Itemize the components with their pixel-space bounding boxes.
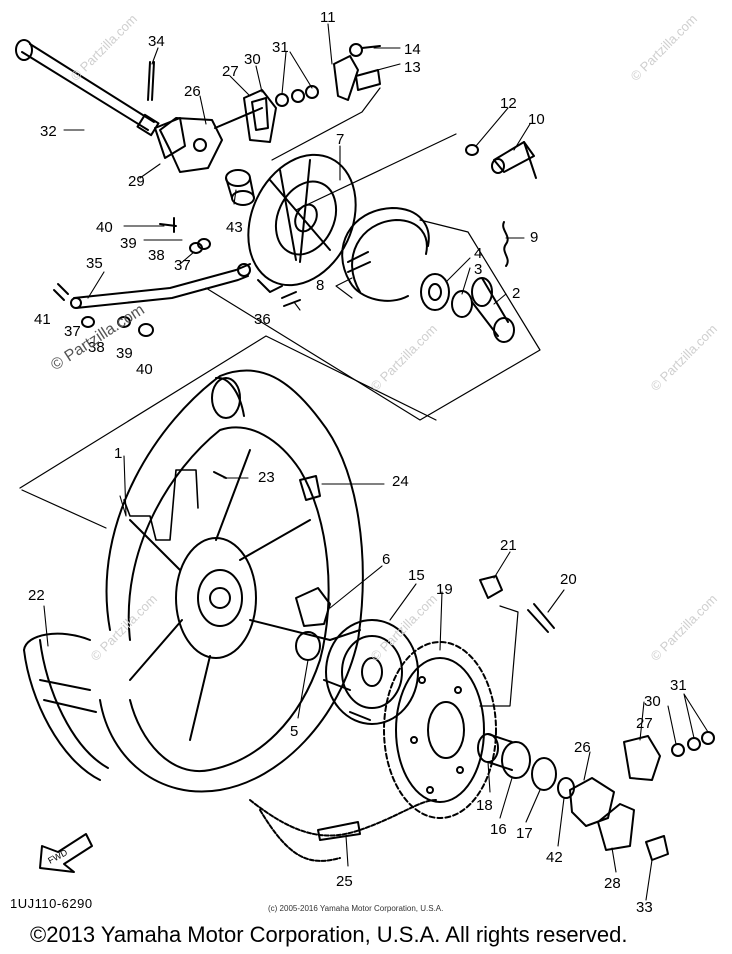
collar-spacer: [471, 277, 515, 343]
rear-wheel: [99, 369, 364, 793]
callout: 15: [408, 567, 425, 584]
callout: 40: [96, 219, 113, 236]
adjuster-plate: [154, 117, 186, 159]
callout: 30: [644, 693, 661, 710]
callout: 4: [474, 245, 482, 262]
callout: 11: [320, 9, 336, 26]
brake-shoe-kit: [341, 207, 430, 302]
copyright-small: (c) 2005-2016 Yamaha Motor Corporation, …: [268, 904, 444, 913]
callout: 37: [174, 257, 191, 274]
callout: 13: [404, 59, 421, 76]
callout: 17: [516, 825, 533, 842]
callout: 22: [28, 587, 45, 604]
adjuster-plate-bottom: [597, 803, 635, 851]
callout: 1: [114, 445, 122, 462]
diagram-code: 1UJ110-6290: [10, 896, 93, 911]
callout: 38: [88, 339, 105, 356]
callout: 3: [474, 261, 482, 278]
callout: 41: [34, 311, 51, 328]
tension-bar: [70, 263, 251, 309]
callout: 14: [404, 41, 421, 58]
callout: 31: [670, 677, 687, 694]
brake-shoe-plate: [247, 153, 357, 293]
drive-chain: [249, 799, 437, 862]
oil-seal-right: [531, 757, 557, 791]
callout: 26: [184, 83, 201, 100]
callout: 27: [222, 63, 239, 80]
callout: 10: [528, 111, 545, 128]
rear-sprocket: [383, 641, 497, 819]
sprocket-nut: [479, 575, 503, 599]
callout: 43: [226, 219, 243, 236]
rim-band: [299, 475, 321, 501]
callout: 29: [128, 173, 145, 190]
callout: 33: [636, 899, 653, 916]
clutch-damper: [295, 587, 331, 627]
callout: 39: [120, 235, 137, 252]
callout: 30: [244, 51, 261, 68]
callout: 26: [574, 739, 591, 756]
adjuster-cap-bottom: [623, 735, 661, 781]
shoe-spring: [502, 221, 509, 267]
callout: 32: [40, 123, 57, 140]
tire-valve: [213, 471, 227, 479]
callout: 19: [436, 581, 453, 598]
brake-camshaft-lever: [333, 43, 381, 101]
callout: 20: [560, 571, 577, 588]
callout: 7: [336, 131, 344, 148]
adjuster-bolt: [645, 835, 669, 861]
clutch-hub: [323, 619, 419, 725]
split-pin: [159, 217, 177, 233]
callout: 35: [86, 255, 103, 272]
oil-seal: [451, 290, 473, 318]
brake-bolt: [281, 291, 301, 307]
callout: 38: [148, 247, 165, 264]
fwd-arrow-icon: [39, 833, 93, 873]
axle: [15, 39, 160, 137]
callout: 23: [258, 469, 275, 486]
callout: 25: [336, 873, 353, 890]
callout: 36: [254, 311, 271, 328]
washer: [465, 144, 479, 156]
callout: 12: [500, 95, 517, 112]
callout: 2: [512, 285, 520, 302]
callout: 16: [490, 821, 507, 838]
camshaft-collar: [225, 169, 255, 206]
callout: 24: [392, 473, 409, 490]
bearing-left: [295, 631, 321, 661]
copyright-notice: ©2013 Yamaha Motor Corporation, U.S.A. A…: [30, 922, 628, 947]
brake-camshaft: [491, 141, 537, 179]
cotter-pin: [147, 61, 155, 101]
callout: 18: [476, 797, 493, 814]
adjuster-cap-top: [243, 89, 277, 143]
wheel-bearing: [420, 273, 450, 311]
callout: 8: [316, 277, 324, 294]
callout: 6: [382, 551, 390, 568]
callout: 27: [636, 715, 653, 732]
callout: 21: [500, 537, 517, 554]
tension-bolt: [53, 283, 69, 301]
callout-labels: 11 14 13 31 30 27 34 26 32 29 7 12 10 9 …: [28, 9, 687, 916]
chain-adjuster-bottom: [569, 777, 615, 827]
sprocket-bolt: [527, 603, 555, 633]
callout: 28: [604, 875, 621, 892]
bearing-right: [501, 741, 531, 779]
callout: 40: [136, 361, 153, 378]
callout: 37: [64, 323, 81, 340]
callout: 9: [530, 229, 538, 246]
callout: 31: [272, 39, 289, 56]
callout: 5: [290, 723, 298, 740]
callout: 34: [148, 33, 165, 50]
callout: 39: [116, 345, 133, 362]
callout: 42: [546, 849, 563, 866]
